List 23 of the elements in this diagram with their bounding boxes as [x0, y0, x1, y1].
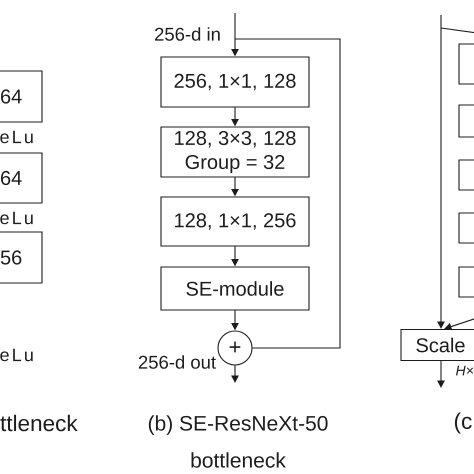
- shortcut-line: [235, 38, 341, 349]
- module-box: SE-module: [160, 266, 310, 311]
- activation-label: eLu: [0, 212, 33, 224]
- panel-caption: ttleneck: [0, 414, 78, 432]
- layer-box: [458, 266, 474, 298]
- layer-box: [458, 104, 474, 138]
- layer-box: 64: [0, 70, 43, 123]
- layer-box: 128, 1×1, 256: [160, 196, 310, 247]
- edge-label: 256-d out: [138, 355, 216, 369]
- panel-caption: (b) SE-ResNeXt-50 bottleneck: [148, 415, 328, 468]
- layer-box: 256, 1×1, 128: [160, 56, 310, 108]
- layer-box: [458, 159, 474, 191]
- layer-box: 64: [0, 152, 43, 204]
- activation-label: eLu: [0, 348, 33, 362]
- edge-label: 256-d in: [155, 27, 220, 41]
- scale-box: Scale: [400, 328, 474, 362]
- edge-label: H×: [456, 366, 474, 376]
- layer-box: 128, 3×3, 128 Group = 32: [160, 126, 310, 178]
- panel-caption: (c: [454, 412, 472, 434]
- layer-box: [458, 212, 474, 244]
- layer-box: 56: [0, 231, 43, 284]
- layer-box: [458, 43, 474, 85]
- activation-label: eLu: [0, 130, 33, 144]
